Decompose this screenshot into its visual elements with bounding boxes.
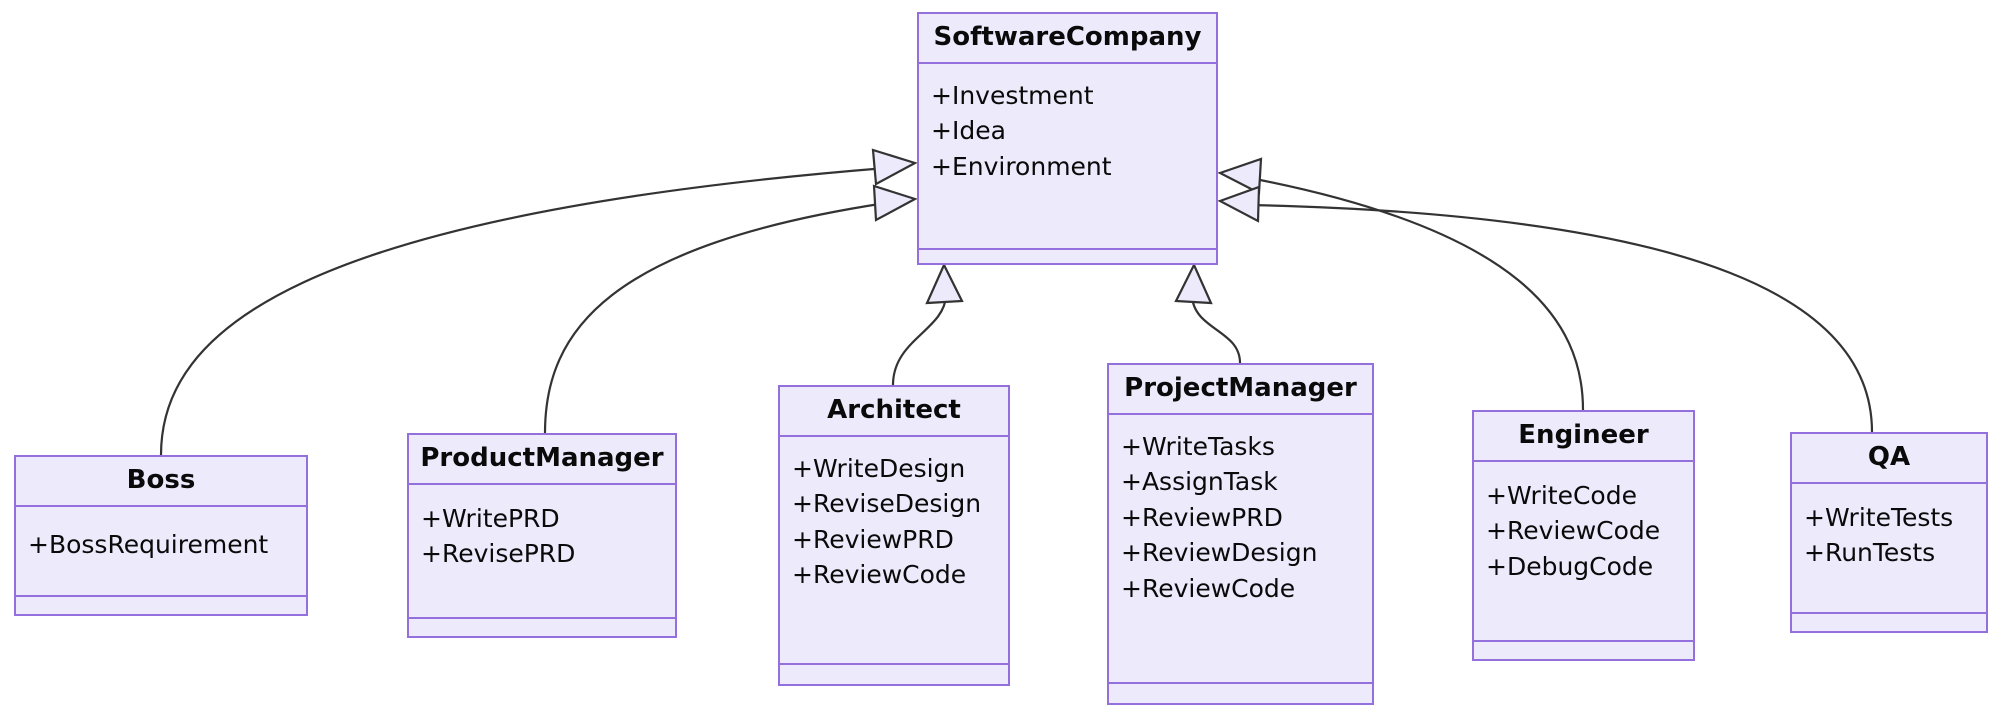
class-name-boss: Boss <box>16 457 306 507</box>
uml-class-boss[interactable]: Boss +BossRequirement <box>14 455 308 616</box>
class-member: +Investment <box>931 80 1094 110</box>
class-operations-product-manager <box>409 619 675 643</box>
class-member: +Environment <box>931 151 1112 181</box>
uml-class-project-manager[interactable]: ProjectManager +WriteTasks +AssignTask +… <box>1107 363 1374 705</box>
class-attributes-software-company: +Investment +Idea +Environment <box>919 64 1216 250</box>
class-operations-engineer <box>1474 642 1693 666</box>
class-name-software-company: SoftwareCompany <box>919 14 1216 64</box>
class-member: +ReviewPRD <box>1121 502 1283 532</box>
class-member: +ReviewPRD <box>792 524 954 554</box>
class-member: +WritePRD <box>421 503 560 533</box>
class-operations-project-manager <box>1109 684 1372 708</box>
class-operations-architect <box>780 665 1008 689</box>
edge-projectmanager-to-softwarecompany <box>1174 262 1242 364</box>
class-member: +ReviseDesign <box>792 489 982 519</box>
class-attributes-architect: +WriteDesign +ReviseDesign +ReviewPRD +R… <box>780 437 1008 665</box>
class-name-architect: Architect <box>780 387 1008 437</box>
uml-class-engineer[interactable]: Engineer +WriteCode +ReviewCode +DebugCo… <box>1472 410 1695 661</box>
class-attributes-engineer: +WriteCode +ReviewCode +DebugCode <box>1474 462 1693 642</box>
uml-class-architect[interactable]: Architect +WriteDesign +ReviseDesign +Re… <box>778 385 1010 686</box>
class-attributes-qa: +WriteTests +RunTests <box>1792 484 1986 614</box>
class-operations-software-company <box>919 250 1216 274</box>
class-member: +WriteDesign <box>792 453 966 483</box>
class-member: +ReviewCode <box>792 560 967 590</box>
class-member: +WriteTests <box>1804 502 1954 532</box>
class-member: +Idea <box>931 116 1006 146</box>
class-member: +ReviewDesign <box>1121 538 1318 568</box>
class-attributes-project-manager: +WriteTasks +AssignTask +ReviewPRD +Revi… <box>1109 415 1372 684</box>
class-member: +RevisePRD <box>421 539 576 569</box>
class-member: +ReviewCode <box>1121 573 1296 603</box>
class-member: +BossRequirement <box>28 529 269 559</box>
class-name-engineer: Engineer <box>1474 412 1693 462</box>
uml-class-software-company[interactable]: SoftwareCompany +Investment +Idea +Envir… <box>917 12 1218 265</box>
class-member: +WriteCode <box>1486 480 1637 510</box>
uml-class-qa[interactable]: QA +WriteTests +RunTests <box>1790 432 1988 633</box>
class-member: +ReviewCode <box>1486 516 1661 546</box>
class-member: +RunTests <box>1804 538 1936 568</box>
uml-class-product-manager[interactable]: ProductManager +WritePRD +RevisePRD <box>407 433 677 638</box>
class-operations-boss <box>16 597 306 621</box>
class-member: +WriteTasks <box>1121 431 1275 461</box>
class-attributes-product-manager: +WritePRD +RevisePRD <box>409 485 675 619</box>
edge-architect-to-softwarecompany <box>891 262 964 386</box>
class-member: +AssignTask <box>1121 467 1278 497</box>
class-member: +DebugCode <box>1486 551 1654 581</box>
class-name-project-manager: ProjectManager <box>1109 365 1372 415</box>
class-operations-qa <box>1792 614 1986 638</box>
class-name-product-manager: ProductManager <box>409 435 675 485</box>
class-attributes-boss: +BossRequirement <box>16 507 306 597</box>
class-name-qa: QA <box>1792 434 1986 484</box>
